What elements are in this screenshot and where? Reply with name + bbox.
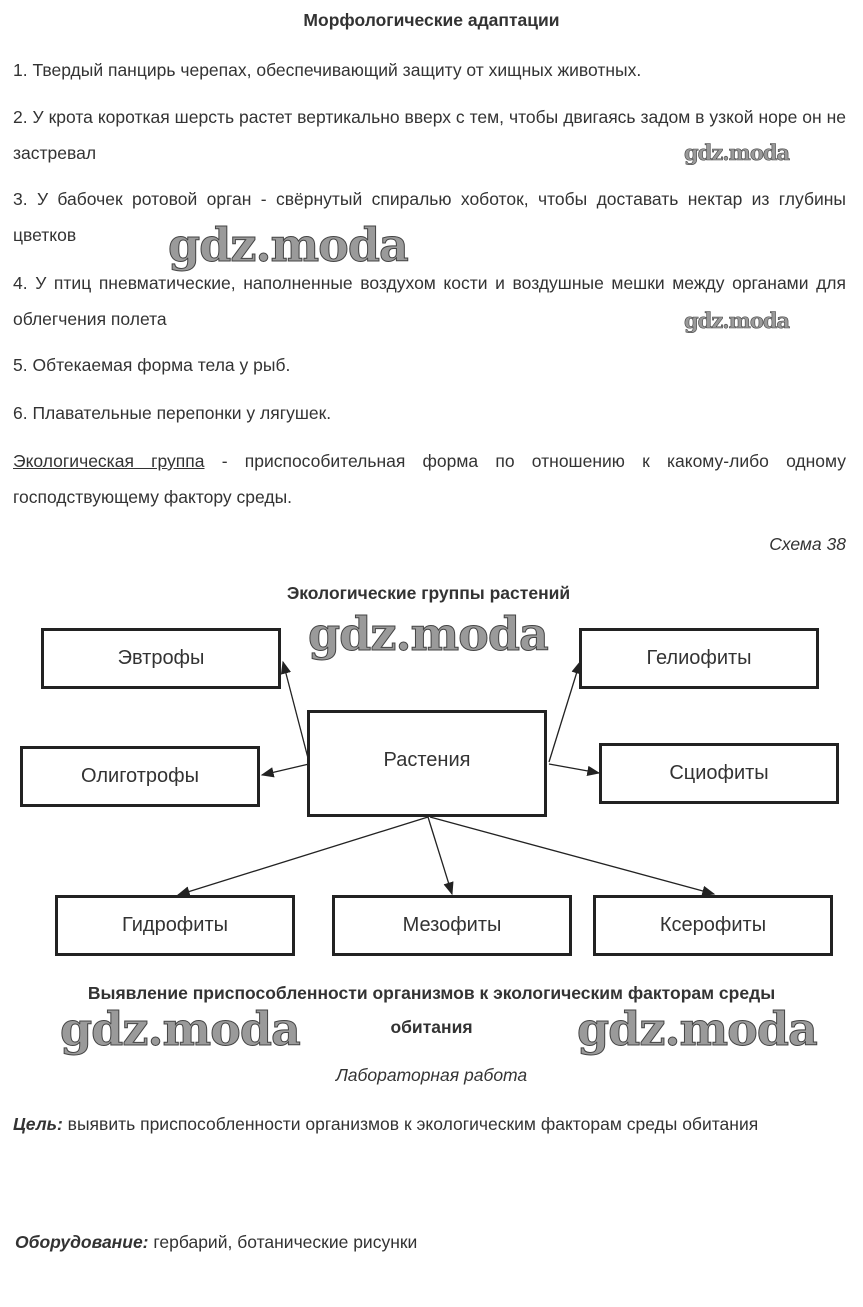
- list-item: 2. У крота короткая шерсть растет вертик…: [13, 107, 846, 163]
- section-heading: Морфологические адаптации: [303, 10, 560, 30]
- arrow: [548, 763, 601, 777]
- definition-term: Экологическая группа: [13, 451, 205, 471]
- node-sciophytes: Сциофиты: [599, 743, 839, 804]
- arrow: [427, 816, 454, 896]
- definition-text: - приспособительная форма по отношению к…: [13, 451, 846, 507]
- definition: Экологическая группа - приспособительная…: [13, 443, 846, 515]
- lab-goal: Цель: выявить приспособленности организм…: [13, 1106, 846, 1142]
- equipment-text: гербарий, ботанические рисунки: [148, 1232, 418, 1252]
- list-item: 4. У птиц пневматические, наполненные во…: [13, 273, 846, 329]
- node-xerophytes: Ксерофиты: [593, 895, 833, 956]
- lab-title-line1: Выявление приспособленности организмов к…: [87, 983, 776, 1003]
- lab-subtitle: Лабораторная работа: [335, 1065, 528, 1085]
- watermark-logo: gdz.moda: [308, 607, 550, 662]
- arrow: [176, 816, 429, 897]
- watermark-logo: gdz.moda: [684, 140, 791, 166]
- list-item: 1. Твердый панцирь черепах, обеспечивающ…: [13, 60, 642, 80]
- equipment-label: Оборудование:: [15, 1232, 149, 1252]
- list-item: 6. Плавательные перепонки у лягушек.: [13, 403, 332, 423]
- arrow: [548, 660, 582, 763]
- diagram-title: Экологические группы растений: [286, 583, 571, 603]
- arrow: [260, 763, 310, 778]
- scheme-label: Схема 38: [769, 534, 846, 554]
- node-plants-center: Растения: [307, 710, 547, 817]
- lab-equipment: Оборудование: гербарий, ботанические рис…: [15, 1224, 848, 1260]
- node-hydrophytes: Гидрофиты: [55, 895, 295, 956]
- watermark-logo: gdz.moda: [577, 1002, 819, 1057]
- watermark-logo: gdz.moda: [60, 1002, 302, 1057]
- goal-text: выявить приспособленности организмов к э…: [62, 1114, 759, 1134]
- goal-label: Цель:: [13, 1114, 63, 1134]
- arrow: [429, 816, 716, 896]
- watermark-logo: gdz.moda: [684, 308, 791, 334]
- arrow: [280, 660, 310, 763]
- node-mesophytes: Мезофиты: [332, 895, 572, 956]
- node-oligotrophs: Олиготрофы: [20, 746, 260, 807]
- list-item: 5. Обтекаемая форма тела у рыб.: [13, 355, 291, 375]
- list-item: 3. У бабочек ротовой орган - свёрнутый с…: [13, 189, 846, 245]
- watermark-logo: gdz.moda: [168, 218, 410, 273]
- lab-title-line2: обитания: [390, 1017, 473, 1037]
- node-eutrophs: Эвтрофы: [41, 628, 281, 689]
- node-heliophytes: Гелиофиты: [579, 628, 819, 689]
